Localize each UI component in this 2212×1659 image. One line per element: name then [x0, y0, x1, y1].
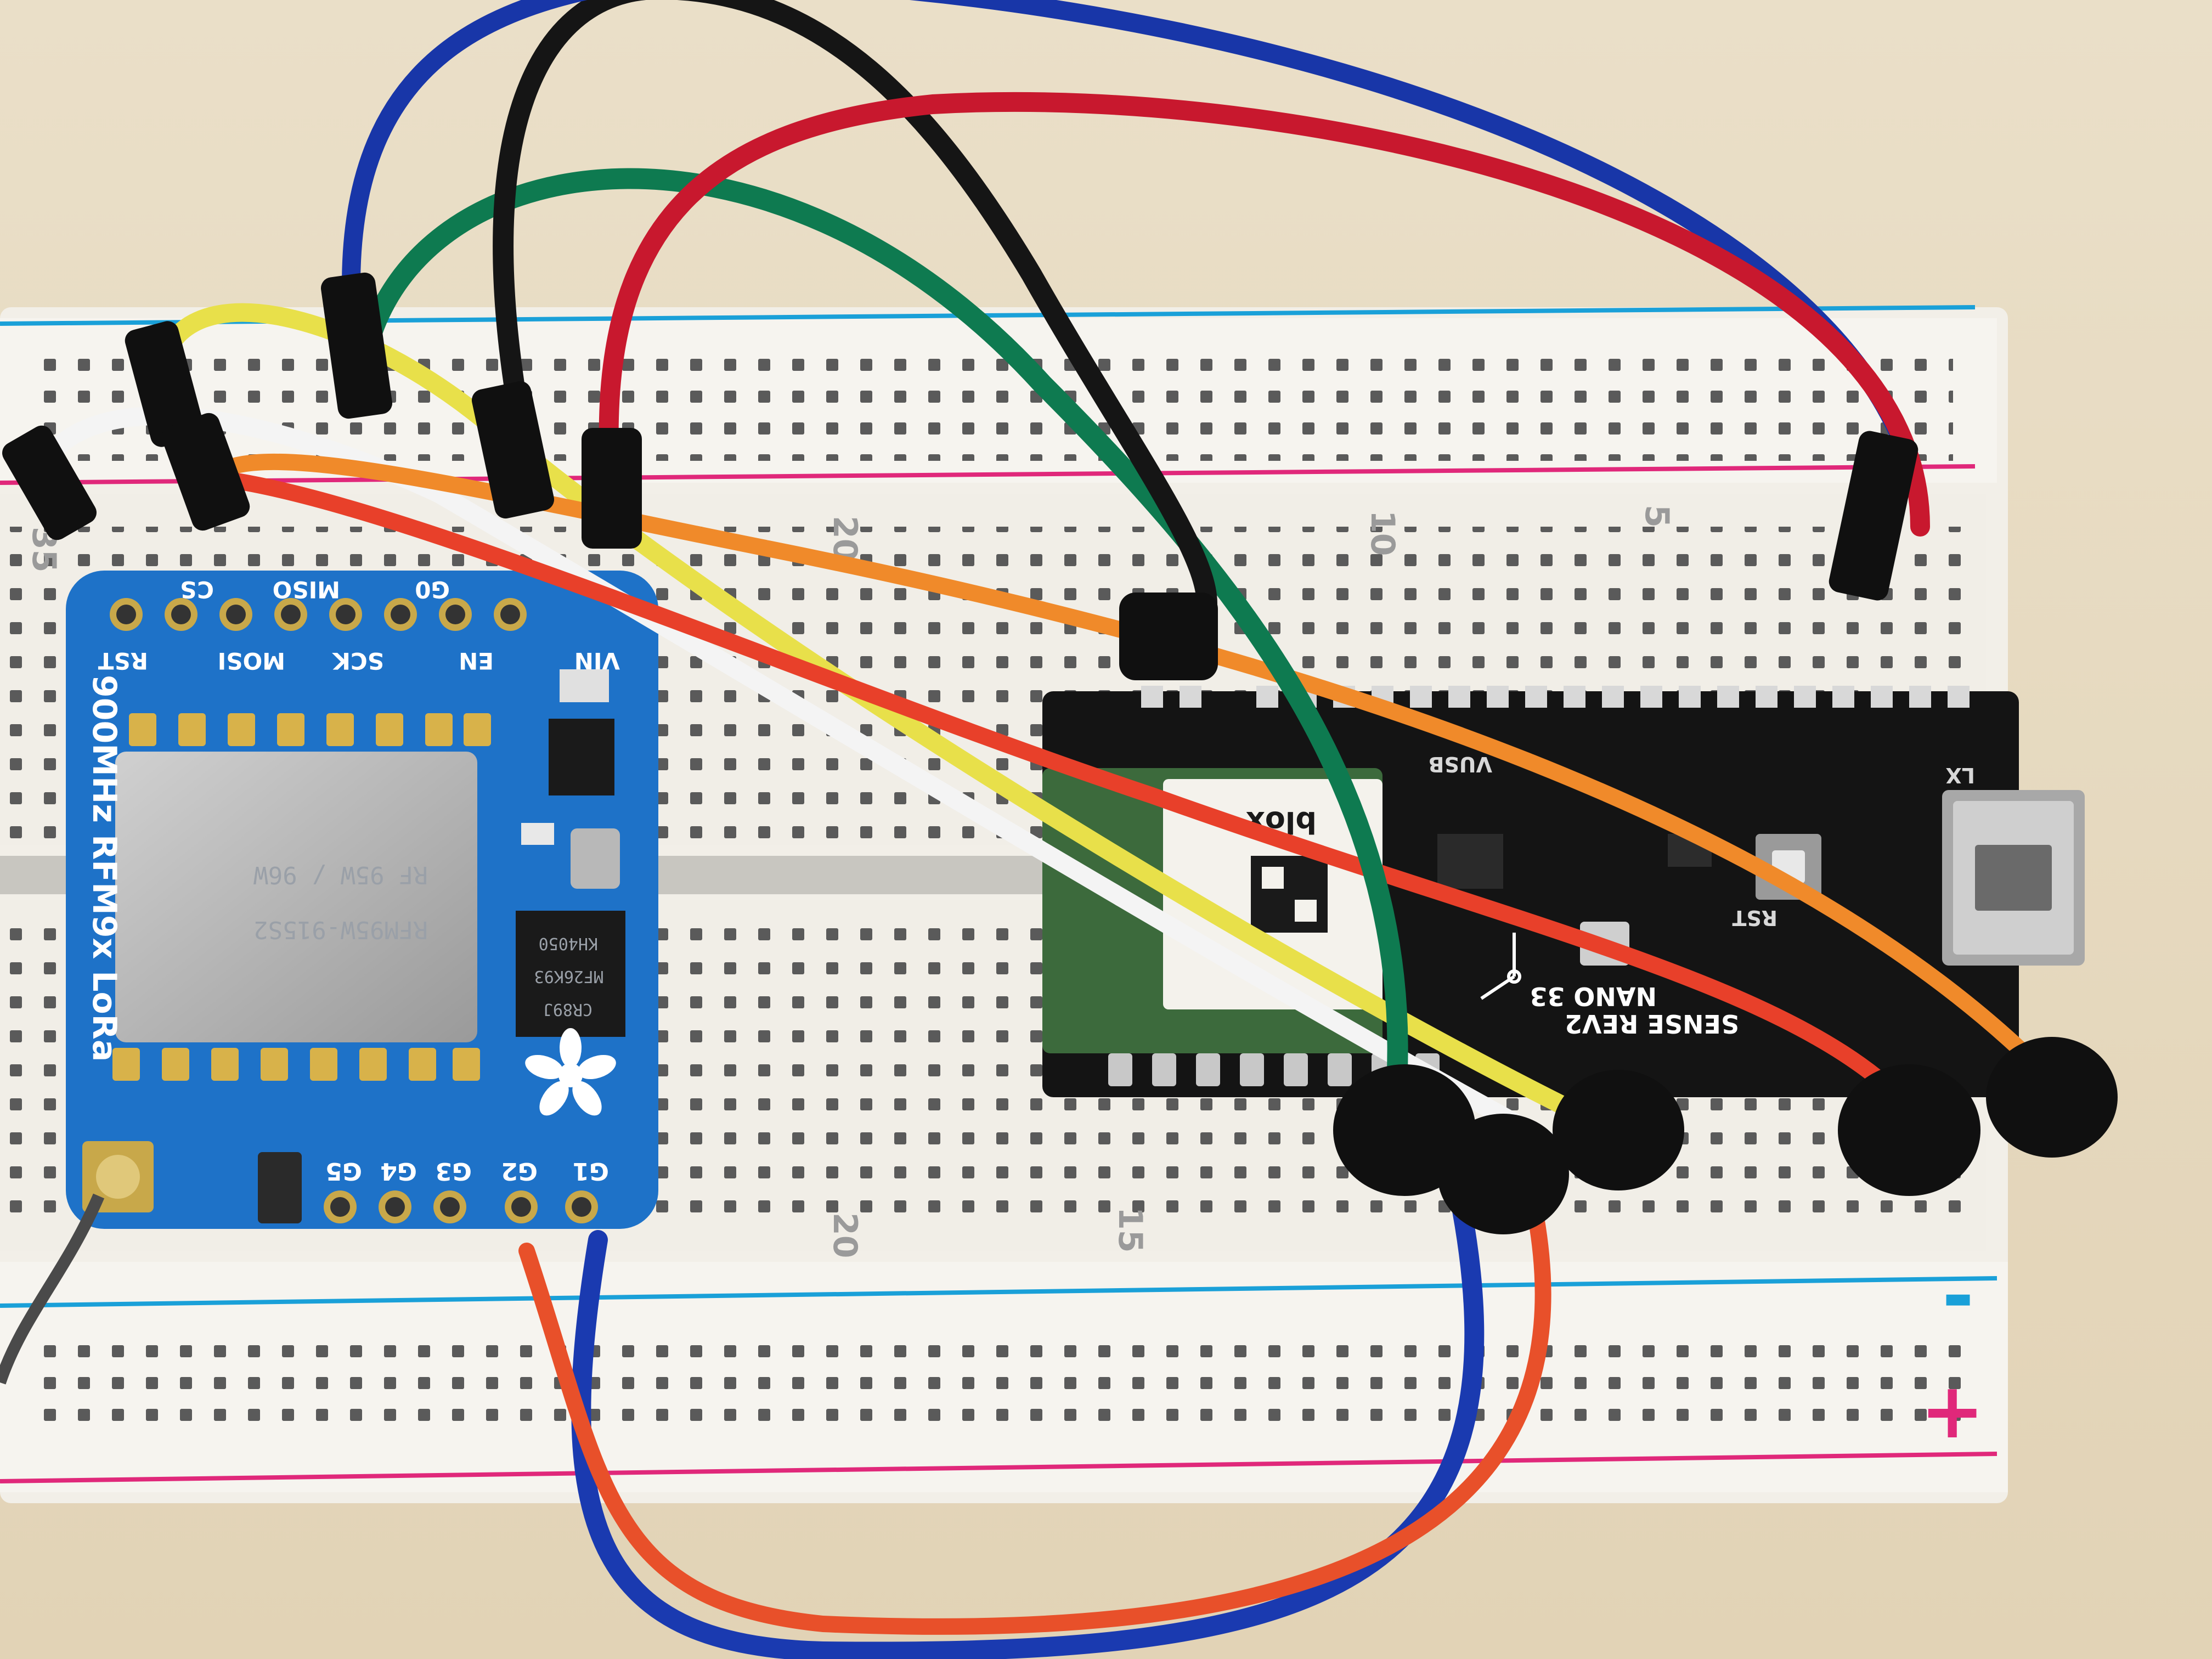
antenna-cable — [0, 1193, 105, 1385]
micro-usb-port[interactable] — [1942, 790, 2085, 966]
chip-text-3: CR89J — [543, 1000, 592, 1019]
wire-blue — [342, 0, 1918, 470]
pin-label-en: EN — [459, 647, 494, 674]
pin-label-rst: RST — [98, 647, 148, 674]
mcu-chip-1 — [1437, 834, 1503, 889]
xyz-axes-icon — [1480, 933, 1521, 1000]
radio-castellations-bottom — [112, 1048, 480, 1081]
mcu-board: blox RST VUSB LX NANO 33 SENSE REV2 — [1042, 686, 2085, 1097]
wire-orange — [211, 453, 2071, 1100]
rf-shield-can — [115, 752, 477, 1042]
chip-text-2: MF26K93 — [534, 967, 603, 986]
wire-connectors — [2, 272, 2118, 1234]
mcu-lx-label: LX — [1945, 763, 1975, 787]
radio-castellations-top — [129, 713, 491, 746]
top-rail-red-line — [0, 464, 1976, 485]
wire-red — [200, 469, 1928, 1127]
flower-logo-icon — [525, 1028, 616, 1116]
wire-black — [493, 0, 1217, 614]
bottom-rail-blue-line — [0, 1276, 1997, 1308]
shield-text-2: RFM95W-915S2 — [253, 916, 428, 944]
pin-label-g1: G1 — [572, 1157, 609, 1185]
wire-darkred — [599, 92, 1930, 537]
pin-label-g3: G3 — [435, 1157, 472, 1185]
wire-bottom-blue — [571, 1186, 1485, 1659]
radio-module: RST CS MOSI MISO SCK G0 EN VIN RF 95W / … — [66, 571, 658, 1229]
wire-bottom-red — [518, 1210, 1551, 1635]
pin-label-g4: G4 — [380, 1157, 417, 1185]
radio-regulator — [549, 719, 614, 795]
row-number-15: 15 — [1111, 1207, 1149, 1253]
chip-text-1: KH4050 — [539, 934, 598, 953]
pin-label-sck: SCK — [332, 647, 384, 674]
antenna-connector — [82, 1141, 154, 1212]
radio-bottom-header — [324, 1190, 598, 1223]
radio-top-header — [110, 598, 527, 631]
wire-yellow — [150, 303, 1622, 1139]
pin-label-g5: G5 — [325, 1157, 362, 1185]
pin-label-miso: MISO — [273, 576, 340, 603]
bottom-rail-red-line — [0, 1452, 1997, 1483]
row-number-5: 5 — [1638, 505, 1676, 528]
pin-label-cs: CS — [180, 576, 214, 603]
mcu-rst-label: RST — [1732, 906, 1778, 930]
shield-text-1: RF 95W / 96W — [253, 861, 428, 889]
radio-level-shifter-chip — [516, 911, 625, 1037]
mcu-name-label: NANO 33 — [1530, 981, 1657, 1011]
pin-label-g2: G2 — [501, 1157, 538, 1185]
mcu-vusb-label: VUSB — [1428, 752, 1492, 776]
row-number-10: 10 — [1363, 510, 1402, 556]
radio-crystal — [571, 828, 620, 889]
rail-minus-label: - — [1942, 1251, 1974, 1341]
pin-label-g0: G0 — [415, 576, 450, 603]
row-number-20-bottom: 20 — [826, 1212, 864, 1259]
mcu-rev-label: SENSE REV2 — [1565, 1009, 1739, 1039]
pin-label-mosi: MOSI — [218, 647, 285, 674]
rail-plus-label: + — [1920, 1367, 1984, 1456]
wire-green — [352, 168, 1408, 1135]
radio-side-label: 900MHz RFM9x LoRa — [85, 675, 123, 1062]
